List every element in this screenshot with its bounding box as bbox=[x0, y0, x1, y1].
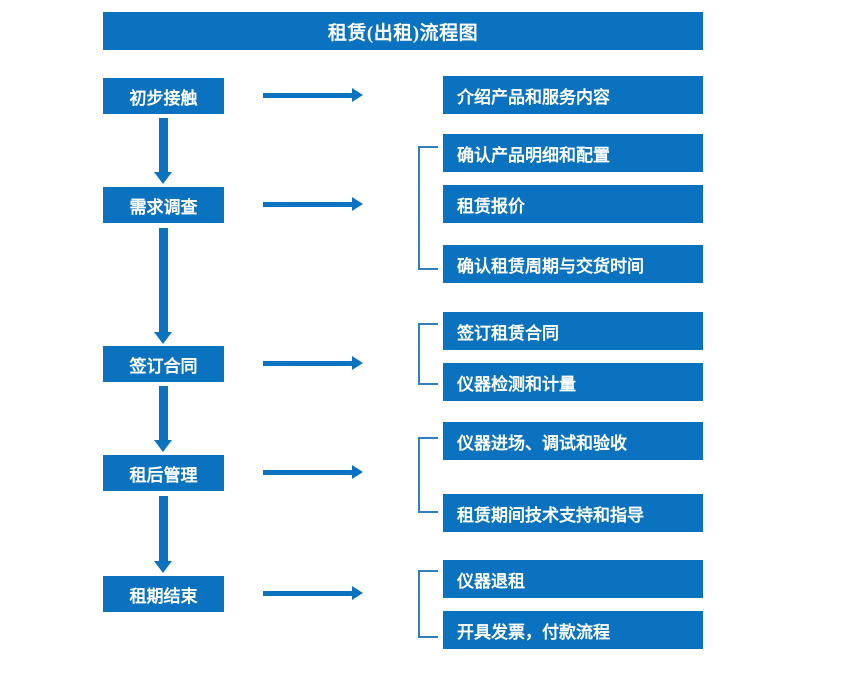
right-arrow-icon-2 bbox=[263, 197, 363, 211]
detail-box-3[interactable]: 租赁报价 bbox=[443, 185, 703, 223]
group-bracket-4 bbox=[418, 570, 438, 638]
group-bracket-2 bbox=[418, 323, 438, 385]
stage-box-2[interactable]: 需求调查 bbox=[103, 187, 224, 223]
down-arrow-icon-3 bbox=[154, 386, 172, 452]
detail-box-9[interactable]: 仪器退租 bbox=[443, 560, 703, 598]
group-bracket-3 bbox=[418, 437, 438, 513]
page-title: 租赁(出租)流程图 bbox=[103, 12, 703, 50]
detail-box-5[interactable]: 签订租赁合同 bbox=[443, 312, 703, 350]
stage-box-5[interactable]: 租期结束 bbox=[103, 576, 224, 612]
detail-box-4[interactable]: 确认租赁周期与交货时间 bbox=[443, 245, 703, 283]
down-arrow-icon-1 bbox=[154, 118, 172, 184]
detail-box-1[interactable]: 介绍产品和服务内容 bbox=[443, 76, 703, 114]
detail-box-6[interactable]: 仪器检测和计量 bbox=[443, 363, 703, 401]
down-arrow-icon-4 bbox=[154, 496, 172, 573]
right-arrow-icon-4 bbox=[263, 465, 363, 479]
right-arrow-icon-3 bbox=[263, 356, 363, 370]
down-arrow-icon-2 bbox=[154, 228, 172, 344]
detail-box-2[interactable]: 确认产品明细和配置 bbox=[443, 134, 703, 172]
stage-box-3[interactable]: 签订合同 bbox=[103, 346, 224, 382]
group-bracket-1 bbox=[418, 146, 438, 270]
detail-box-8[interactable]: 租赁期间技术支持和指导 bbox=[443, 494, 703, 532]
right-arrow-icon-5 bbox=[263, 586, 363, 600]
stage-box-1[interactable]: 初步接触 bbox=[103, 78, 224, 114]
detail-box-10[interactable]: 开具发票，付款流程 bbox=[443, 611, 703, 649]
right-arrow-icon-1 bbox=[263, 88, 363, 102]
stage-box-4[interactable]: 租后管理 bbox=[103, 455, 224, 491]
detail-box-7[interactable]: 仪器进场、调试和验收 bbox=[443, 422, 703, 460]
